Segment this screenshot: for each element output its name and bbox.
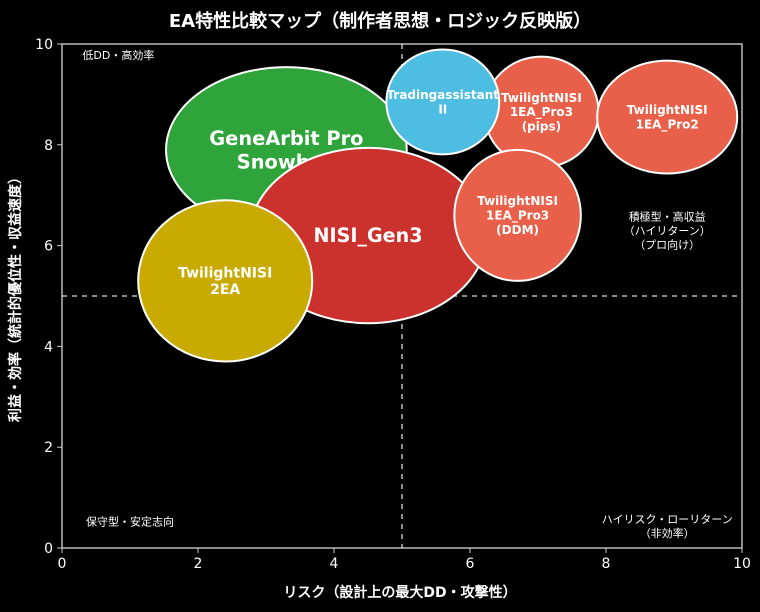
x-tick-label: 6 [466, 556, 475, 572]
x-tick-label: 0 [58, 556, 67, 572]
bubble-label: II [438, 102, 447, 116]
y-tick-label: 2 [44, 440, 53, 456]
quadrant-annotation: 保守型・安定志向 [86, 514, 174, 528]
bubble-label: (DDM) [496, 223, 539, 237]
x-tick-label: 10 [733, 556, 751, 572]
y-axis-label: 利益・効率（統計的優位性・収益速度） [7, 170, 24, 422]
bubble-label: TwilightNISI [501, 91, 582, 105]
quadrant-annotation: （非効率） [640, 526, 695, 540]
bubble-label: Tradingassistant [387, 88, 500, 102]
bubble-label: GeneArbit Pro [209, 127, 363, 150]
chart-title: EA特性比較マップ（制作者思想・ロジック反映版） [169, 10, 591, 32]
y-tick-label: 10 [35, 37, 53, 53]
y-tick-label: 4 [44, 339, 53, 355]
bubble-label: 1EA_Pro3 [486, 209, 549, 224]
bubble-label: 2EA [210, 282, 240, 298]
bubble-label: 1EA_Pro2 [636, 117, 699, 132]
quadrant-annotation: （ハイリターン） [624, 224, 711, 237]
x-tick-label: 8 [602, 556, 611, 572]
x-tick-label: 4 [330, 556, 339, 572]
bubble-mark [453, 148, 582, 282]
quadrant-annotation: ハイリスク・ローリターン [602, 513, 733, 526]
bubble-label: TwilightNISI [627, 103, 708, 117]
y-tick-label: 0 [44, 541, 53, 557]
y-tick-label: 8 [44, 138, 53, 154]
quadrant-annotation: 低DD・高効率 [82, 48, 154, 62]
bubble-mark [596, 59, 739, 175]
x-axis-label: リスク（設計上の最大DD・攻撃性） [283, 584, 516, 601]
bubble-label: TwilightNISI [178, 265, 272, 281]
bubble-label: 1EA_Pro3 [510, 105, 573, 120]
quadrant-annotation: （プロ向け） [634, 237, 700, 251]
bubble-label: TwilightNISI [477, 194, 558, 208]
quadrant-annotation: 積極型・高収益 [629, 209, 706, 223]
y-tick-label: 6 [44, 239, 53, 255]
bubble-mark [385, 48, 501, 156]
bubble-mark [137, 199, 314, 363]
bubble-label: NISI_Gen3 [314, 224, 423, 247]
x-tick-label: 2 [194, 556, 203, 572]
bubble-label: (pips) [522, 120, 561, 134]
